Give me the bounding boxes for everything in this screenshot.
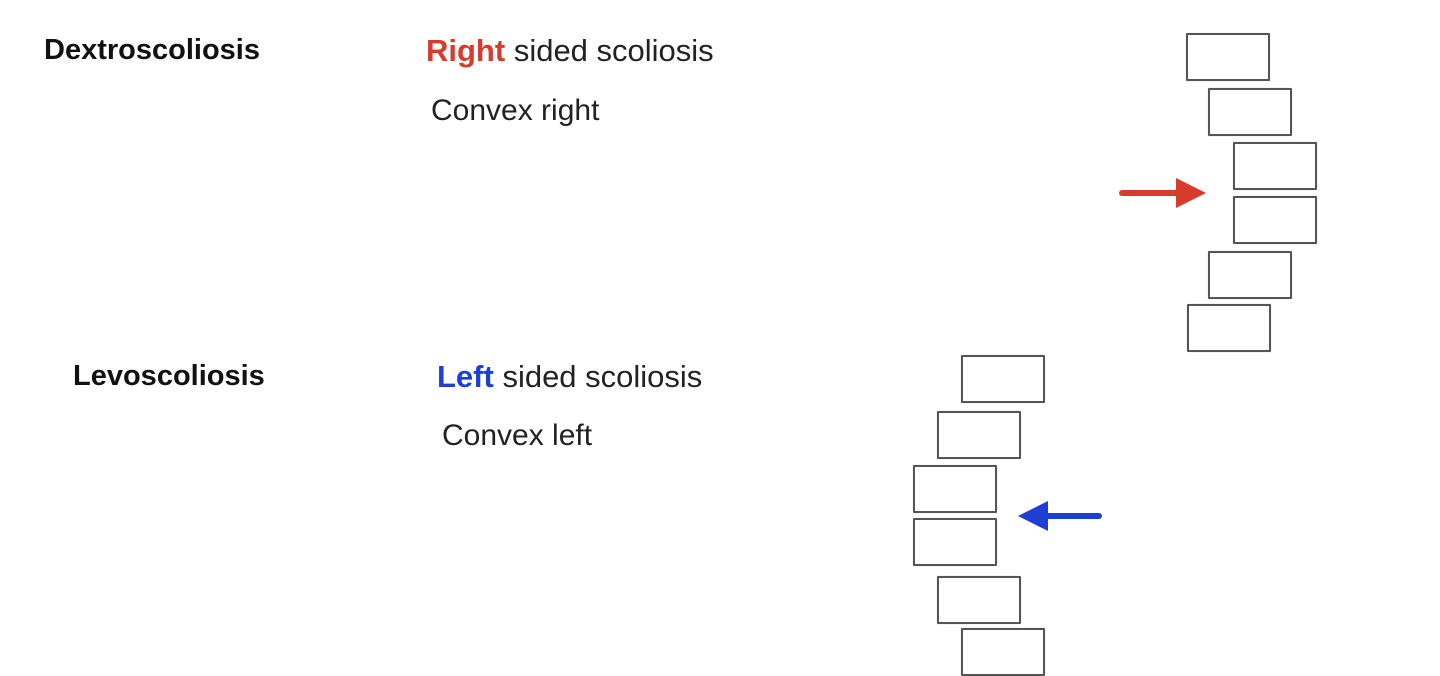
right-side-rest: sided scoliosis — [505, 33, 714, 68]
vertebra — [1186, 33, 1270, 81]
left-sided-description: Left sided scoliosis — [437, 359, 702, 395]
vertebra — [1233, 196, 1317, 244]
vertebra — [913, 465, 997, 513]
convex-right-text: Convex right — [431, 94, 600, 127]
vertebra — [961, 628, 1045, 676]
right-side-word: Right — [426, 33, 506, 68]
right-sided-description: Right sided scoliosis — [426, 33, 714, 69]
convex-left-text: Convex left — [442, 419, 593, 452]
left-side-word: Left — [437, 359, 494, 394]
vertebra — [913, 518, 997, 566]
vertebra — [1208, 88, 1292, 136]
vertebra — [937, 576, 1021, 624]
right-arrow-icon — [1119, 178, 1206, 208]
vertebra — [937, 411, 1021, 459]
left-side-rest: sided scoliosis — [493, 359, 703, 394]
vertebra — [1187, 304, 1271, 352]
dextroscoliosis-term: Dextroscoliosis — [44, 34, 260, 66]
levoscoliosis-term: Levoscoliosis — [73, 360, 265, 392]
vertebra — [1233, 142, 1317, 190]
vertebra — [1208, 251, 1292, 299]
vertebra — [961, 355, 1045, 403]
left-arrow-icon — [1018, 501, 1102, 531]
